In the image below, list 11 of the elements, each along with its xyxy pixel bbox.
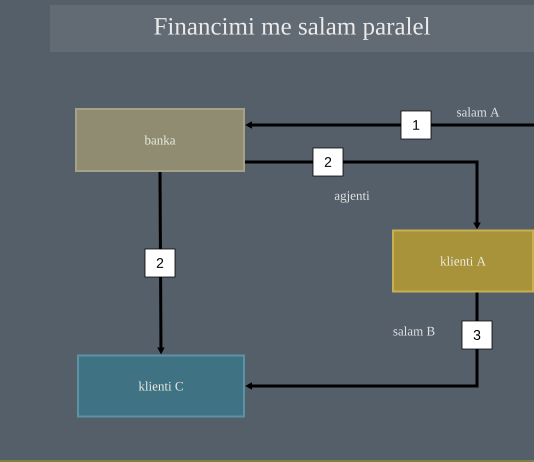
edge-note: salam B: [393, 326, 434, 336]
process-box: klienti C: [77, 354, 245, 418]
title-band: Financimi me salam paralel: [50, 5, 534, 52]
edge-note: agjenti: [334, 191, 370, 203]
step-number: 2: [144, 248, 176, 278]
process-box: banka: [75, 108, 245, 172]
process-box: klienti A: [392, 230, 534, 292]
step-number: 3: [462, 320, 492, 350]
step-number: 2: [312, 148, 344, 176]
edge-note: salam A: [457, 107, 500, 117]
step-number: 1: [400, 110, 432, 140]
